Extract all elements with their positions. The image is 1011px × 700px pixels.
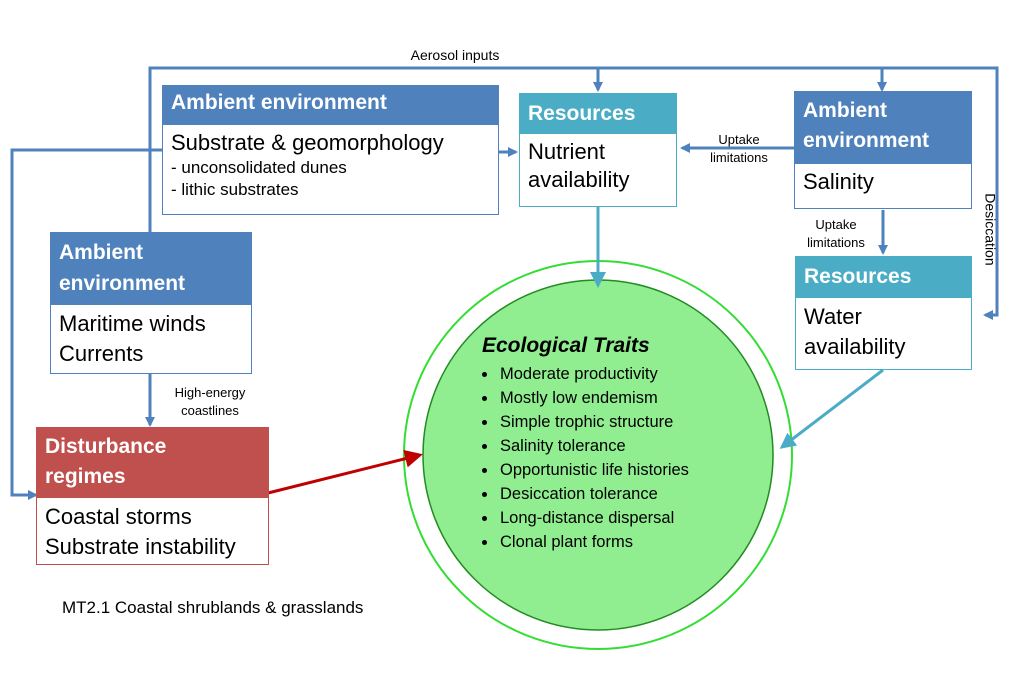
maritime-header-line1: Ambient bbox=[59, 241, 143, 264]
aerosol-label: Aerosol inputs bbox=[410, 47, 500, 63]
ambient-salinity-header: Ambient environment bbox=[795, 92, 971, 164]
traits-title: Ecological Traits bbox=[482, 334, 650, 357]
disturbance-arrow bbox=[267, 449, 423, 495]
aerosol-arrows bbox=[148, 66, 999, 320]
disturbance-header-line2: regimes bbox=[45, 465, 126, 488]
ambient-maritime-body: Maritime winds Currents bbox=[51, 305, 251, 373]
disturbance-header: Disturbance regimes bbox=[37, 428, 268, 498]
high-energy-label: High-energy coastlines bbox=[155, 384, 265, 419]
ambient-maritime-header: Ambient environment bbox=[51, 233, 251, 305]
disturbance-header-line1: Disturbance bbox=[45, 435, 167, 458]
ambient-substrate-box: Ambient environment Substrate & geomorph… bbox=[162, 85, 499, 215]
disturbance-box: Disturbance regimes Coastal storms Subst… bbox=[36, 427, 269, 565]
trait-item: Moderate productivity bbox=[498, 362, 752, 386]
high-energy-label-line2: coastlines bbox=[181, 402, 239, 418]
desiccation-label: Desiccation bbox=[982, 193, 999, 266]
substrate-arrows bbox=[10, 143, 888, 500]
salinity-header-line2: environment bbox=[803, 129, 930, 152]
resources-water-box: Resources Water availability bbox=[795, 256, 972, 370]
uptake-label-top-line2: limitations bbox=[710, 149, 768, 165]
ambient-maritime-box: Ambient environment Maritime winds Curre… bbox=[50, 232, 252, 374]
ambient-substrate-header: Ambient environment bbox=[163, 86, 498, 125]
uptake-label-top-line1: Uptake bbox=[718, 132, 760, 147]
ecological-traits: Ecological Traits Moderate productivity … bbox=[472, 334, 752, 554]
uptake-label-right-line2: limitations bbox=[807, 234, 865, 250]
trait-item: Long-distance dispersal bbox=[498, 506, 752, 530]
trait-item: Salinity tolerance bbox=[498, 434, 752, 458]
ambient-salinity-box: Ambient environment Salinity bbox=[794, 91, 972, 209]
trait-item: Mostly low endemism bbox=[498, 386, 752, 410]
ambient-substrate-body: Substrate & geomorphology - unconsolidat… bbox=[163, 125, 498, 205]
resources-water-body: Water availability bbox=[796, 298, 971, 366]
trait-item: Desiccation tolerance bbox=[498, 482, 752, 506]
resource-arrows bbox=[590, 207, 884, 449]
maritime-winds-line: Maritime winds bbox=[59, 311, 206, 336]
maritime-header-line2: environment bbox=[59, 272, 186, 295]
substrate-line: Substrate & geomorphology bbox=[171, 130, 444, 155]
resources-water-header: Resources bbox=[796, 257, 971, 298]
resources-nutrient-body: Nutrient availability bbox=[520, 134, 676, 197]
currents-line: Currents bbox=[59, 341, 144, 366]
uptake-label-right: Uptake limitations bbox=[788, 216, 884, 251]
uptake-label-right-line1: Uptake bbox=[815, 217, 857, 232]
disturbance-body: Coastal storms Substrate instability bbox=[37, 498, 268, 566]
resources-nutrient-header: Resources bbox=[520, 94, 676, 134]
water-line: Water bbox=[804, 304, 862, 329]
trait-item: Clonal plant forms bbox=[498, 530, 752, 554]
dunes-line: - unconsolidated dunes bbox=[171, 157, 347, 177]
caption: MT2.1 Coastal shrublands & grasslands bbox=[62, 598, 364, 617]
coastal-storms-line: Coastal storms bbox=[45, 504, 192, 529]
high-energy-label-line1: High-energy bbox=[174, 385, 246, 400]
substrate-instability-line: Substrate instability bbox=[45, 534, 236, 559]
traits-list: Moderate productivity Mostly low endemis… bbox=[472, 362, 752, 554]
water-availability-line: availability bbox=[804, 334, 906, 359]
nutrient-line: Nutrient bbox=[528, 139, 606, 164]
nutrient-availability-line: availability bbox=[528, 166, 630, 192]
salinity-header-line1: Ambient bbox=[803, 99, 887, 122]
ambient-salinity-body: Salinity bbox=[803, 169, 874, 194]
lithic-line: - lithic substrates bbox=[171, 179, 299, 199]
trait-item: Simple trophic structure bbox=[498, 410, 752, 434]
uptake-label-top: Uptake limitations bbox=[684, 131, 794, 166]
trait-item: Opportunistic life histories bbox=[498, 458, 690, 482]
resources-nutrient-box: Resources Nutrient availability bbox=[519, 93, 677, 207]
